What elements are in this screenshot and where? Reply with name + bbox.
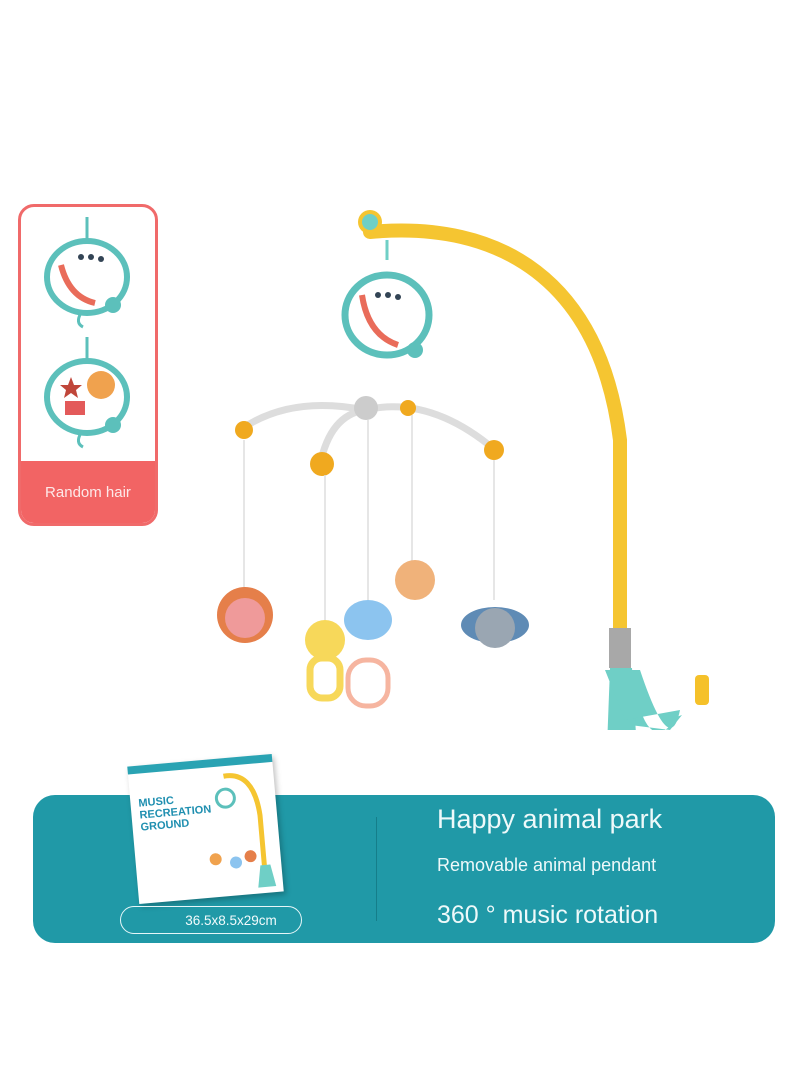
feature-title: Happy animal park <box>437 804 663 834</box>
variant-card[interactable]: Random hair <box>18 204 158 526</box>
banner-divider <box>376 817 377 921</box>
music-box-variant-2-icon <box>44 337 130 449</box>
box-mobile-illustration-icon <box>209 773 277 888</box>
music-box-variant-1-icon <box>44 217 130 329</box>
product-box-image: MUSIC RECREATION GROUND <box>127 753 284 905</box>
feature-subtitle: Removable animal pendant <box>437 855 657 875</box>
crib-mobile-image <box>217 210 709 730</box>
variant-label: Random hair <box>21 461 155 523</box>
size-label: 36.5x8.5x29cm <box>120 906 302 934</box>
feature-rotation: 360 ° music rotation <box>437 901 659 929</box>
